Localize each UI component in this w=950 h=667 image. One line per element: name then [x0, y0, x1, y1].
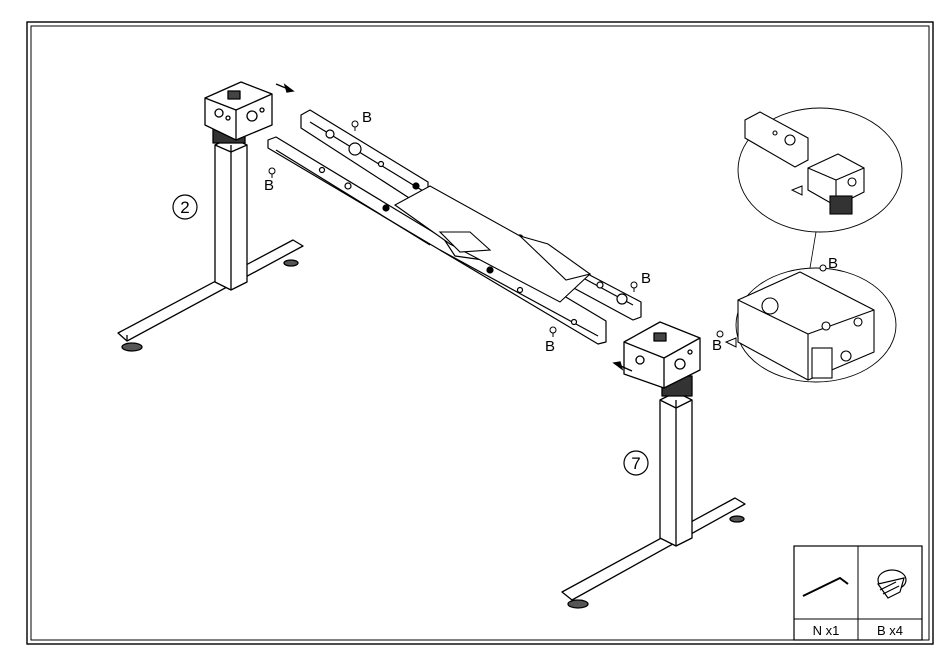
- left-leg: [118, 82, 303, 351]
- left-foot: [118, 240, 303, 341]
- screw-label-b-1: B: [362, 109, 372, 126]
- screw-label-b-callout-1: B: [712, 337, 722, 354]
- screw-b-1: [352, 121, 358, 131]
- step-marker-right: 7: [624, 451, 648, 475]
- screw-caption: B x4: [877, 623, 903, 638]
- screw-b-4: [550, 327, 556, 337]
- screw-label-b-2: B: [264, 177, 274, 194]
- crossbeam-middle: [395, 186, 590, 302]
- screw-label-b-callout-2: B: [828, 255, 838, 272]
- step-marker-left: 2: [173, 195, 197, 219]
- allen-key-caption: N x1: [813, 623, 840, 638]
- screw-label-b-3: B: [641, 270, 651, 287]
- arrow-left-bracket: [276, 84, 293, 92]
- callout-connector: [810, 232, 816, 268]
- screw-b-3: [631, 282, 637, 292]
- screw-label-b-4: B: [545, 338, 555, 355]
- parts-box: N x1 B x4: [794, 546, 922, 640]
- right-foot: [562, 498, 745, 600]
- right-leg: [562, 322, 745, 608]
- detail-callout-bottom: [717, 265, 896, 382]
- crossbeam-front: [268, 137, 606, 344]
- svg-text:2: 2: [180, 198, 189, 217]
- svg-text:7: 7: [631, 454, 640, 473]
- detail-callout-top: [738, 108, 902, 232]
